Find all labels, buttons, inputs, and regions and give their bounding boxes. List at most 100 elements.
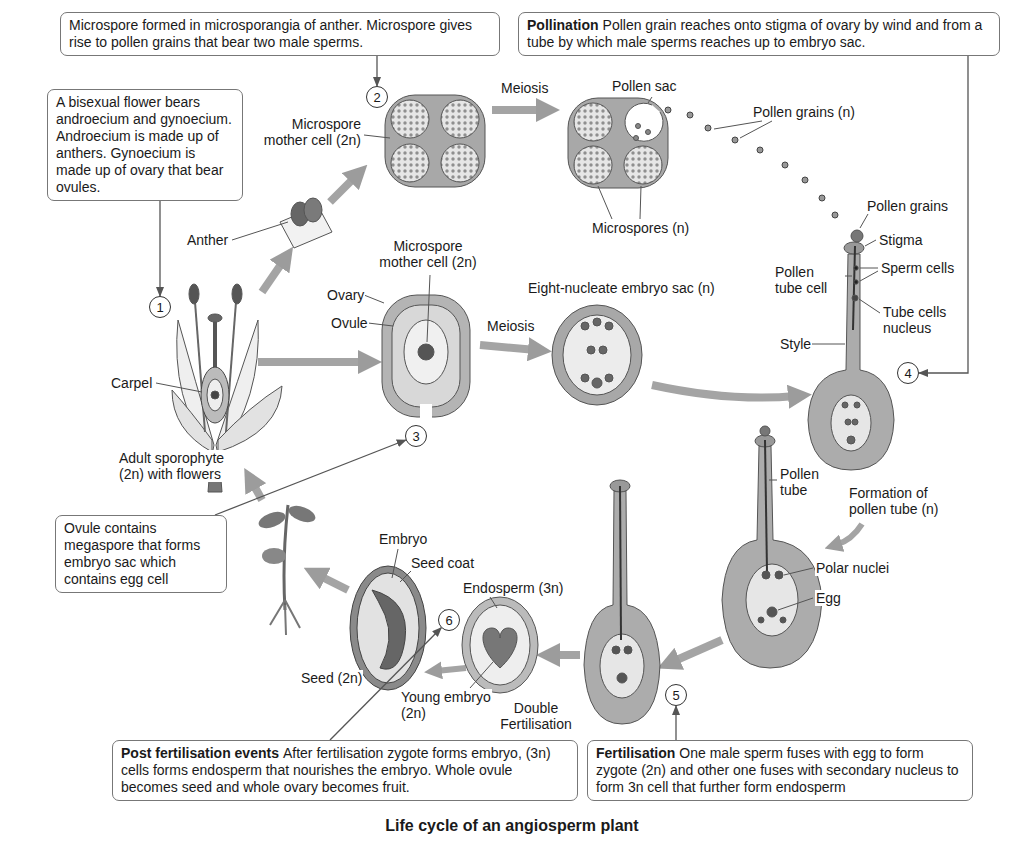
pistil-double-fertilisation-part	[600, 634, 644, 698]
pistil-pollination-part-part	[845, 419, 851, 425]
pistil-pollination-part	[853, 246, 855, 330]
callout-arrow	[159, 201, 160, 296]
note-box: PollinationPollen grain reaches onto sti…	[518, 12, 1000, 56]
microsporangia-section-part	[441, 144, 479, 182]
part-label: Ovule	[330, 315, 369, 331]
young-embryo	[462, 597, 538, 693]
callout-number-text: 5	[672, 689, 679, 702]
cycle-arrows-part	[552, 651, 580, 659]
microsporangia-section-part	[385, 95, 485, 187]
part-label: Carpel	[110, 375, 153, 391]
embryo-sac-part-part	[605, 374, 613, 382]
callout-number: 5	[665, 684, 687, 706]
box-heading: Post fertilisation events	[121, 745, 279, 761]
embryo-sac-part-part	[581, 374, 589, 382]
cycle-arrows-part	[318, 575, 348, 590]
callout-number-text: 2	[373, 91, 380, 104]
seedling	[256, 503, 317, 635]
pollen-grains-part	[732, 137, 738, 143]
callout-number-text: 3	[412, 430, 419, 443]
part-label: Polar nuclei	[815, 560, 890, 576]
flower-part	[201, 367, 229, 423]
part-label: Pollen tube cell	[774, 264, 844, 296]
seed-part	[357, 573, 419, 683]
pistil-pollination-part	[854, 280, 858, 284]
pistil-pollination-part-part	[854, 402, 860, 408]
box-text: Ovule contains megaspore that forms embr…	[64, 520, 200, 587]
flower-part	[189, 284, 199, 304]
ovule-part	[392, 305, 460, 407]
embryo-sac	[552, 305, 642, 405]
pistil-pollen-tube-part-part	[758, 617, 764, 623]
pistil-double-fertilisation-part-part	[612, 646, 620, 654]
pollen-grains	[665, 107, 838, 218]
note-box: Ovule contains megaspore that forms embr…	[55, 515, 227, 593]
box-heading: Fertilisation	[596, 745, 675, 761]
callout-number: 2	[366, 86, 388, 108]
part-label: Endosperm (3n)	[462, 580, 564, 596]
callout-number: 3	[405, 425, 427, 447]
part-label: Egg	[815, 590, 842, 606]
cycle-arrows-part	[262, 260, 284, 292]
pistil-double-fertilisation	[584, 480, 660, 724]
pollen-grains-part	[705, 125, 711, 131]
note-box: Post fertilisation eventsAfter fertilisa…	[112, 740, 578, 801]
note-box: Microspore formed in microsporangia of a…	[60, 12, 500, 56]
leader-lines-part	[364, 135, 390, 138]
pistil-double-fertilisation-part	[612, 646, 632, 683]
part-label: Tube cells nucleus	[882, 304, 962, 336]
callout-number-text: 4	[904, 367, 911, 380]
pistil-pollen-tube-part-part	[767, 607, 777, 617]
embryo-sac-part-part	[605, 322, 613, 330]
pistil-pollination-part	[852, 295, 858, 301]
pistil-pollination-part	[842, 402, 860, 444]
flower-part	[226, 302, 236, 432]
diagram-caption: Life cycle of an angiosperm plant	[0, 816, 1024, 836]
part-label: Pollen tube	[779, 466, 831, 498]
callout-number: 1	[149, 296, 171, 318]
microsporangia-section	[385, 95, 485, 187]
leader-lines-part	[845, 276, 852, 277]
flower-part	[213, 322, 217, 368]
part-label: Sperm cells	[880, 260, 955, 276]
leader-lines-part	[860, 268, 878, 269]
pistil-double-fertilisation-part	[584, 491, 660, 724]
box-text: A bisexual flower bears androecium and g…	[56, 94, 232, 195]
pistil-double-fertilisation-part	[620, 486, 621, 640]
part-label: Formation of pollen tube (n)	[848, 485, 960, 517]
pollen-sac	[568, 98, 668, 188]
ovule-part	[382, 295, 470, 417]
young-embryo-part	[470, 605, 530, 685]
callout-arrow	[376, 56, 377, 86]
flower-part	[207, 379, 223, 411]
part-label: Microspore mother cell (2n)	[372, 238, 484, 270]
pistil-pollen-tube-part-part	[775, 571, 783, 579]
part-label: Microspores (n)	[591, 220, 690, 236]
leader-lines-part	[156, 383, 202, 392]
embryo-sac-part	[563, 315, 631, 395]
callout-number: 6	[438, 609, 460, 631]
part-label: Pollen grains (n)	[752, 104, 856, 120]
pollen-sac-part	[574, 103, 612, 141]
microsporangia-section-part	[441, 100, 479, 138]
part-label: Meiosis	[500, 80, 549, 96]
part-label: Seed (2n)	[300, 670, 363, 686]
pistil-pollination-part-part	[847, 436, 855, 444]
embryo-sac-part	[552, 305, 642, 405]
pistil-pollination-part-part	[852, 419, 858, 425]
ovule	[382, 295, 470, 418]
pollen-sac-part	[625, 103, 663, 141]
leader-lines-part	[778, 598, 813, 610]
embryo-sac-part-part	[593, 318, 601, 326]
leader-lines-part	[859, 299, 880, 313]
part-label: Style	[779, 336, 812, 352]
leader-lines-part	[232, 222, 288, 240]
seedling-part	[262, 548, 286, 564]
pistil-pollination-part	[851, 230, 863, 242]
microsporangia-section-part	[391, 100, 429, 138]
cycle-arrows-part	[672, 640, 722, 662]
flower-part	[211, 391, 219, 399]
box-text: Microspore formed in microsporangia of a…	[69, 17, 472, 50]
leader-lines-part	[598, 186, 612, 219]
